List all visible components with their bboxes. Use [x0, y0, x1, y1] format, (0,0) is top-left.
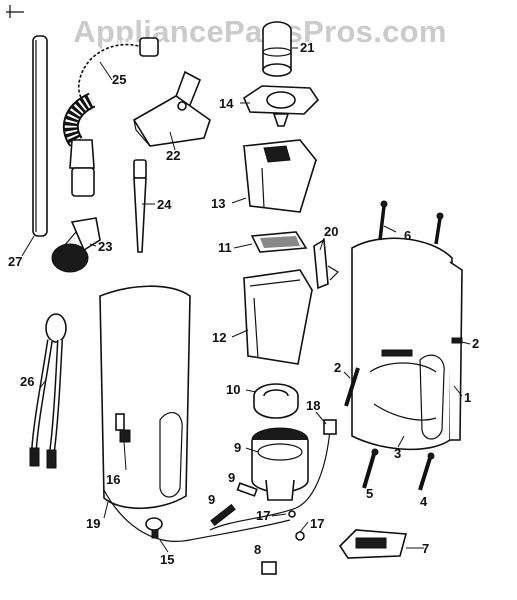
- part-27-extension-wand[interactable]: [32, 35, 48, 237]
- callout-17-a: 17: [256, 508, 270, 523]
- cord-line: [103, 489, 291, 542]
- part-6-screw-a[interactable]: [378, 200, 388, 241]
- part-4-screw[interactable]: [418, 452, 435, 491]
- callout-1: 1: [464, 390, 471, 405]
- part-23-dusting-brush[interactable]: [51, 217, 101, 273]
- part-20-latch[interactable]: [313, 238, 339, 290]
- callout-2-right: 2: [472, 336, 479, 351]
- callout-23: 23: [98, 239, 112, 254]
- callout-7: 7: [422, 541, 429, 556]
- callout-18: 18: [306, 398, 320, 413]
- callout-6: 6: [404, 228, 411, 243]
- callout-9-brush-b: 9: [208, 492, 215, 507]
- part-15-grommet[interactable]: [145, 517, 163, 539]
- part-2-screw-left[interactable]: [344, 367, 360, 407]
- callout-20: 20: [324, 224, 338, 239]
- part-22-upholstery-tool[interactable]: [132, 70, 211, 147]
- callout-11: 11: [218, 240, 232, 255]
- callout-12: 12: [212, 330, 226, 345]
- part-10-gasket[interactable]: [253, 383, 299, 419]
- part-8-clip[interactable]: [261, 561, 277, 575]
- part-12-dirt-cup[interactable]: [242, 269, 314, 365]
- part-5-screw[interactable]: [362, 448, 379, 489]
- callout-15: 15: [160, 552, 174, 567]
- callout-8: 8: [254, 542, 261, 557]
- part-16-switch[interactable]: [115, 413, 131, 443]
- part-21-filter[interactable]: [262, 21, 292, 77]
- part-3-insert[interactable]: [373, 403, 437, 421]
- callout-16: 16: [106, 472, 120, 487]
- callout-9-motor: 9: [234, 440, 241, 455]
- part-9-brush-b[interactable]: [210, 503, 236, 527]
- callout-14: 14: [219, 96, 234, 111]
- callout-13: 13: [211, 196, 225, 211]
- part-11-foam-filter[interactable]: [250, 231, 308, 253]
- part-18-cord-assembly[interactable]: [209, 419, 337, 531]
- part-9-brush-a[interactable]: [236, 482, 258, 497]
- part-2-screw-right[interactable]: [451, 337, 463, 344]
- part-26-shoulder-strap[interactable]: [29, 313, 67, 469]
- callout-10: 10: [226, 382, 240, 397]
- callout-9-brush-a: 9: [228, 470, 235, 485]
- callout-27: 27: [8, 254, 22, 269]
- callout-17-b: 17: [310, 516, 324, 531]
- callout-5: 5: [366, 486, 373, 501]
- leader-lines: [21, 47, 471, 553]
- part-17-fastener-a[interactable]: [288, 510, 296, 518]
- part-1-front-housing[interactable]: [351, 237, 463, 451]
- part-9-motor[interactable]: [251, 427, 309, 501]
- callout-4: 4: [420, 494, 428, 509]
- part-7-base-plate[interactable]: [338, 529, 408, 559]
- callout-25: 25: [112, 72, 126, 87]
- part-6-screw-b[interactable]: [434, 212, 444, 245]
- callout-2-left: 2: [334, 360, 341, 375]
- callout-22: 22: [166, 148, 180, 163]
- part-24-crevice-tool[interactable]: [133, 159, 147, 253]
- part-19-rear-housing[interactable]: [99, 285, 191, 510]
- callout-3: 3: [394, 446, 401, 461]
- corner-mark: [6, 5, 24, 18]
- part-14-cover-plate[interactable]: [243, 85, 320, 127]
- part-25-hose-lower[interactable]: [62, 92, 96, 197]
- callout-26: 26: [20, 374, 34, 389]
- callout-24: 24: [157, 197, 172, 212]
- part-17-fastener-b[interactable]: [295, 531, 305, 541]
- part-13-bag-holder[interactable]: [242, 139, 318, 213]
- callout-19: 19: [86, 516, 100, 531]
- callout-21: 21: [300, 40, 314, 55]
